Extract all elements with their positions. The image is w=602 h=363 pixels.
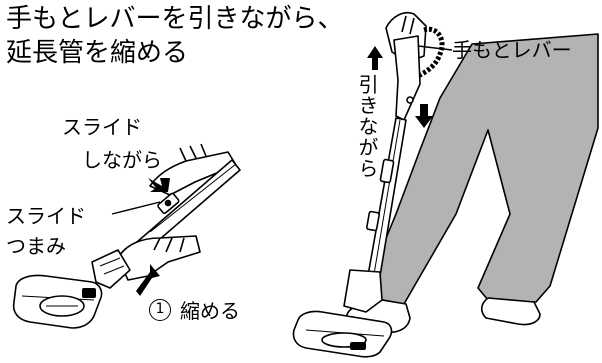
title-line-2: 延長管を縮める [6,38,189,68]
slide-while-label-line-2: しながら [82,148,162,172]
hand-lever [393,35,421,121]
step-number-badge: 1 [149,299,171,321]
hand-lever-label: 手もとレバー [452,38,572,62]
slide-knob-leader [111,201,161,215]
shoe-illustration [480,297,541,326]
slide-knob-label-line-2: つまみ [6,234,66,258]
leg-illustration [367,33,599,305]
arrow-icon [415,104,433,128]
hand-lever-leader [417,45,453,51]
pull-while-label: 引きながら [355,74,379,179]
left-vacuum-illustration [12,143,241,329]
nozzle-joint [91,249,131,289]
lower-hand-illustration [117,235,201,281]
nozzle-joint [343,269,383,313]
slide-knob-label-line-1: スライド [6,204,86,228]
shrink-label: 縮める [180,299,240,323]
title-line-1: 手もとレバーを引きながら、 [6,4,344,34]
arrow-icon [367,46,383,70]
right-vacuum-illustration [292,12,599,358]
arrow-icon [136,264,160,296]
hose [416,26,445,79]
arrow-icon [148,178,170,192]
slide-while-label-line-1: スライド [62,115,142,139]
